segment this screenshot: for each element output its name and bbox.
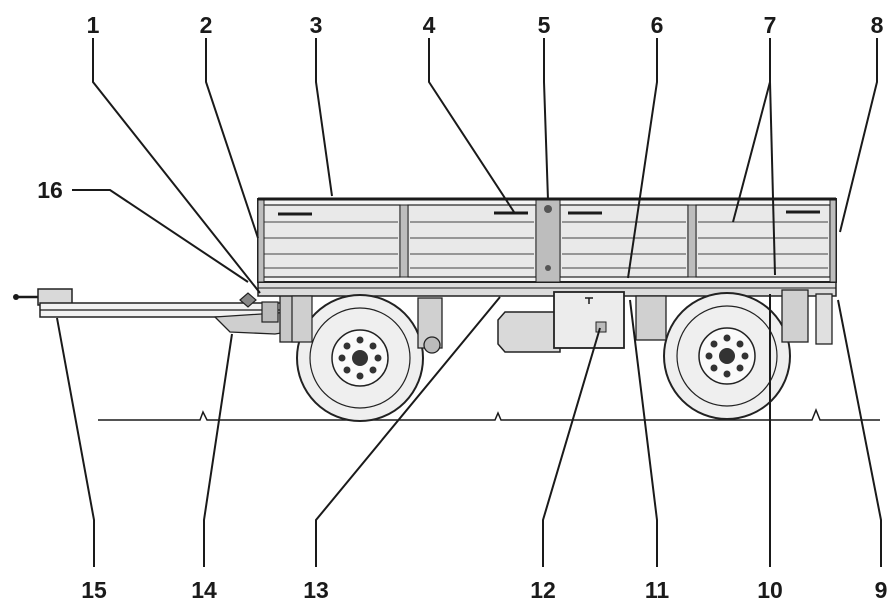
- callout-1: 1: [87, 12, 100, 38]
- rear-wheel: [663, 292, 791, 420]
- callout-11: 11: [645, 577, 670, 603]
- callout-8: 8: [871, 12, 884, 38]
- callout-9: 9: [875, 577, 888, 603]
- tool-box: [497, 291, 625, 353]
- callout-5: 5: [538, 12, 551, 38]
- front-axle-suspension: [291, 295, 443, 354]
- front-wheel: [296, 294, 424, 422]
- callout-2: 2: [200, 12, 213, 38]
- callout-4: 4: [423, 12, 436, 38]
- ground-line: [98, 407, 880, 421]
- callout-10: 10: [757, 577, 783, 603]
- leader-lines: [56, 38, 882, 567]
- rear-axle-suspension: [635, 289, 833, 345]
- callout-15: 15: [81, 577, 107, 603]
- cargo-body: [257, 197, 837, 283]
- drawbar: [13, 288, 301, 318]
- callout-6: 6: [651, 12, 664, 38]
- callout-3: 3: [310, 12, 323, 38]
- callout-16: 16: [37, 177, 63, 203]
- callout-13: 13: [303, 577, 329, 603]
- callout-14: 14: [191, 577, 217, 603]
- coupling-assembly: [213, 291, 305, 343]
- callout-labels: 1 2 3 4 5 6 7 8 16 9 10 11 12 13 14 15: [37, 12, 887, 603]
- callout-7: 7: [764, 12, 777, 38]
- callout-12: 12: [530, 577, 556, 603]
